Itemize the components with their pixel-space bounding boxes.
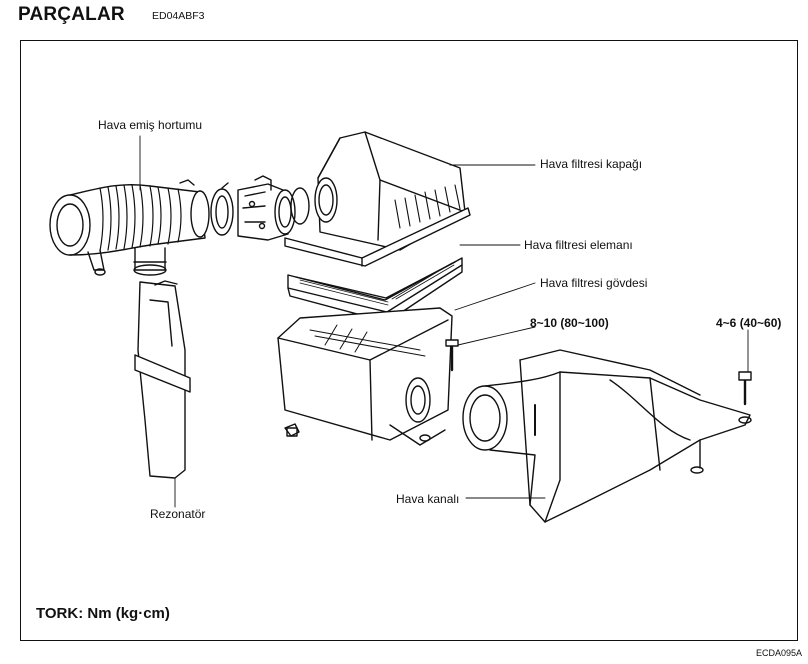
page-title: PARÇALAR <box>18 4 125 25</box>
label-torque-duct-bolt: 4~6 (40~60) <box>716 316 782 330</box>
diagram-frame <box>20 40 798 641</box>
air-filter-element-drawing <box>287 257 463 323</box>
leader-lines <box>139 135 749 508</box>
body-bolt-drawing <box>286 427 298 437</box>
label-resonator: Rezonatör <box>150 507 206 521</box>
label-filter-body: Hava filtresi gövdesi <box>540 276 648 290</box>
clamp-rings-drawing <box>179 179 234 236</box>
bolt-drawings <box>445 339 752 406</box>
figure-reference: ECDA095A <box>755 648 802 658</box>
intake-hose-drawing <box>49 184 210 276</box>
section-code: ED04ABF3 <box>152 10 205 22</box>
air-duct-drawing <box>462 349 752 523</box>
label-torque-body-bolt: 8~10 (80~100) <box>530 316 609 330</box>
air-filter-cover-drawing <box>284 131 471 267</box>
resonator-drawing <box>134 280 191 479</box>
label-filter-cover: Hava filtresi kapağı <box>540 157 643 171</box>
airflow-sensor-drawing <box>237 175 310 241</box>
torque-unit-note: TORK: Nm (kg·cm) <box>36 605 170 622</box>
label-intake-hose: Hava emiş hortumu <box>98 118 203 132</box>
air-filter-body-drawing <box>277 307 453 446</box>
label-filter-element: Hava filtresi elemanı <box>524 238 633 252</box>
label-air-duct: Hava kanalı <box>396 492 460 506</box>
